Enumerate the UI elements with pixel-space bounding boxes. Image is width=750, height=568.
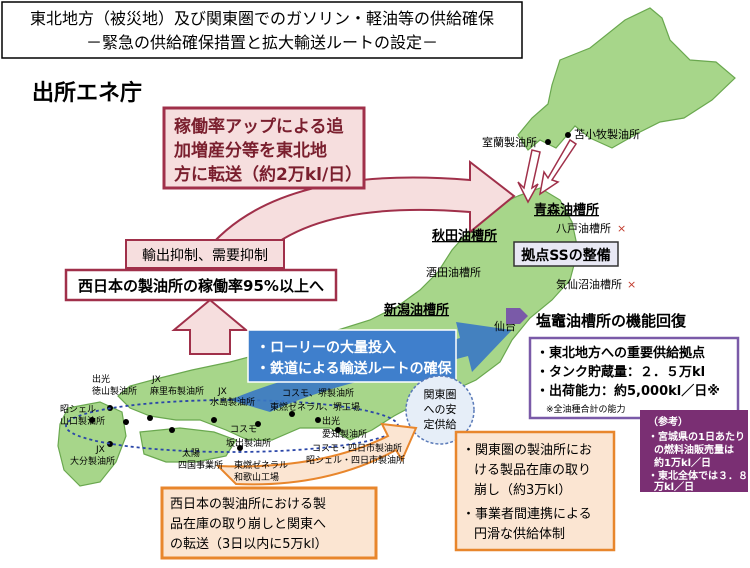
- ss-box: [513, 241, 619, 267]
- shiogama-line-3: ・出荷能力：約5,000kl／日※: [536, 383, 720, 399]
- label-tonen-wakayama-1: 東燃ゼネラル: [234, 459, 288, 471]
- kanto-inventory-line-2: ける製品在庫の取り: [474, 463, 591, 478]
- reference-title: （参考）: [648, 415, 688, 428]
- lorry-line-2: ・鉄道による輸送ルートの確保: [256, 360, 453, 377]
- label-idemitsu-aichi-2: 愛知製油所: [322, 428, 367, 440]
- reference-line-3: 約1万kl／日: [654, 456, 711, 469]
- export-limit-text: 輸出抑制、需要抑制: [142, 248, 268, 264]
- kanto-inventory-line-4: ・事業者間連携による: [462, 506, 592, 522]
- kanto-inventory-line-5: 円滑な供給体制: [474, 527, 565, 542]
- label-niigata: 新潟油槽所: [384, 302, 449, 318]
- label-showa-yamaguchi-1: 昭シェル: [60, 404, 96, 415]
- export-limit-box: [125, 239, 285, 269]
- source-label: 出所エネ庁: [32, 80, 142, 106]
- label-cosmo-yokkaichi: コスモ、堺製油所: [282, 387, 354, 399]
- reference-line-4: ・東北全体では３．８: [648, 469, 748, 482]
- kanto-inventory-line-3: 崩し（約3万kl）: [474, 483, 571, 498]
- label-muroran: 室蘭製油所: [482, 135, 537, 149]
- operating-rate-box: [64, 268, 338, 302]
- cross-hachinohe: ×: [617, 222, 626, 235]
- reference-line-2: の燃料油販売量は: [654, 443, 734, 456]
- increase-line-2: 加増産分等を東北地: [173, 140, 327, 161]
- kanto-supply-line-3: 定供給: [424, 417, 457, 431]
- label-akita: 秋田油槽所: [432, 228, 497, 244]
- shiogama-note: ※全油種合計の能力: [546, 403, 626, 415]
- shiogama-marker: [506, 308, 528, 324]
- shiogama-title: 塩竈油槽所の機能回復: [536, 312, 687, 330]
- west-inventory-line-3: の転送（3日以内に5万kl）: [170, 536, 328, 552]
- label-jx-oita-1: JX: [95, 445, 105, 455]
- kanto-supply-line-2: への安: [424, 402, 457, 416]
- lorry-box: [247, 329, 457, 383]
- up-arrow: [171, 298, 249, 355]
- increase-line-1: 稼働率アップによる追: [174, 116, 344, 137]
- reference-line-5: 万kl／日: [653, 480, 694, 493]
- label-showa-yamaguchi-2: 山口製油所: [60, 415, 105, 427]
- hokkaido-arrow-1: [517, 149, 541, 204]
- label-jx-mizushima-1: JX: [217, 387, 227, 397]
- cross-kesennuma: ×: [627, 278, 636, 291]
- west-refinery-labels: 出光 徳山製油所 昭シェル 山口製油所 JX 大分製油所 JX 麻里布製油所 J…: [60, 373, 405, 483]
- label-kesennuma: 気仙沼油槽所: [556, 277, 622, 291]
- label-idemitsu-aichi-1: 出光: [322, 415, 340, 427]
- label-jx-mizushima-2: 水島製油所: [210, 396, 255, 408]
- label-jx-asamu-1: JX: [151, 375, 161, 385]
- kanto-inventory-line-1: ・関東圏の製油所にお: [462, 442, 592, 458]
- hokkaido-arrow-2: [538, 138, 578, 196]
- kyushu: [57, 401, 127, 487]
- lorry-line-1: ・ローリーの大量投入: [256, 339, 396, 356]
- west-inventory-box: [160, 486, 378, 560]
- label-cosmo-sakaide-2: 坂出製油所: [226, 437, 271, 449]
- label-idemitsu-tokuyama-1: 出光: [92, 373, 110, 385]
- label-cosmo-yokkaichi-2: コスモ・四日市製油所: [312, 442, 402, 454]
- label-tonen-wakayama-2: 和歌山工場: [234, 471, 279, 483]
- title-line-2: －緊急の供給確保措置と拡大輸送ルートの設定－: [86, 33, 438, 52]
- label-jx-oita-2: 大分製油所: [70, 455, 115, 467]
- honshu: [117, 187, 579, 441]
- label-tomakomai: 苫小牧製油所: [574, 127, 640, 141]
- west-inventory-line-2: 品在庫の取り崩しと関東へ: [170, 516, 326, 532]
- kanto-inventory-box: [454, 430, 616, 552]
- label-hachinohe: 八戸油槽所: [556, 221, 611, 235]
- west-to-kanto-arrow: [215, 422, 418, 486]
- label-taiyo-1: 太陽: [182, 447, 200, 459]
- shiogama-line-1: ・東北地方への重要供給拠点: [536, 345, 705, 361]
- reference-box: [640, 410, 748, 492]
- increase-box: [162, 106, 366, 190]
- label-cosmo-sakaide-1: コスモ: [230, 425, 257, 435]
- label-jx-asamu-2: 麻里布製油所: [150, 385, 204, 397]
- title-line-1: 東北地方（被災地）及び関東圏でのガソリン・軽油等の供給確保: [30, 9, 494, 28]
- shiogama-box: [528, 336, 740, 420]
- label-showa-yokkaichi: 昭シェル・四日市製油所: [306, 454, 405, 466]
- label-idemitsu-tokuyama-2: 徳山製油所: [92, 385, 137, 397]
- shikoku: [139, 427, 237, 463]
- hokkaido: [517, 7, 736, 151]
- kanto-supply-line-1: 関東圏: [424, 388, 457, 401]
- ss-text: 拠点SSの整備: [521, 247, 611, 264]
- label-sakata: 酒田油槽所: [426, 265, 481, 279]
- increase-line-3: 方に転送（約2万kl/日）: [174, 164, 362, 185]
- label-tonen: 東燃ゼネラル、堺工場: [270, 401, 360, 413]
- operating-rate-text: 西日本の製油所の稼働率95%以上へ: [78, 277, 324, 295]
- reference-line-1: ・宮城県の1日あたり: [648, 430, 745, 443]
- label-aomori: 青森油槽所: [534, 202, 599, 218]
- shiogama-line-2: ・タンク貯蔵量：２．５万kl: [536, 364, 705, 380]
- japan-map: [57, 7, 736, 487]
- title-box: [1, 1, 523, 59]
- west-inventory-line-1: 西日本の製油所における製: [170, 497, 326, 512]
- label-taiyo-2: 四国事業所: [178, 459, 223, 471]
- kanto-supply-circle: [405, 375, 475, 445]
